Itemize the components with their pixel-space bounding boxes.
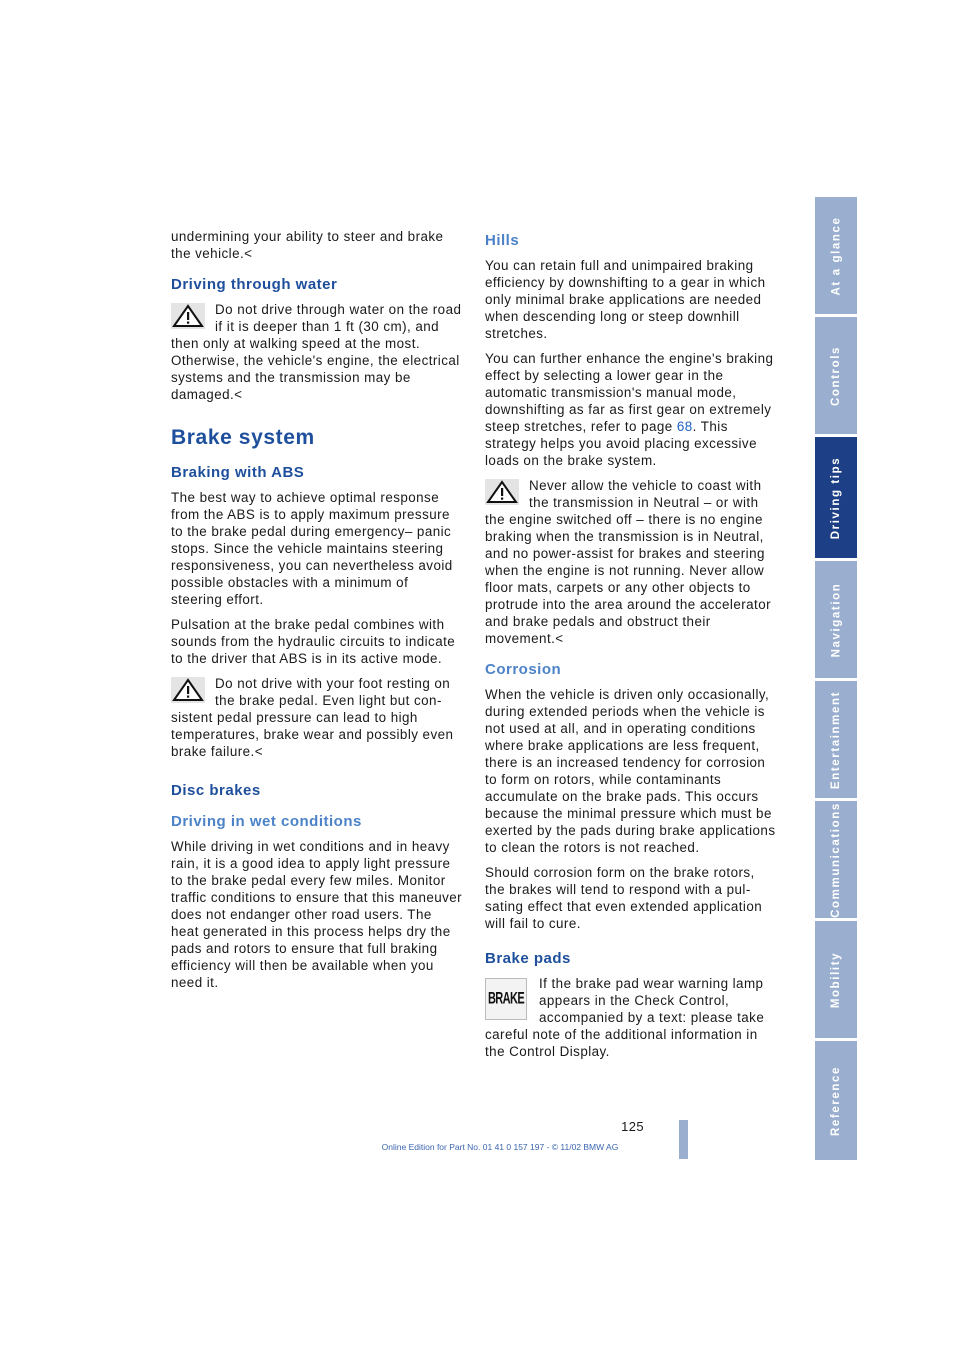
heading-corrosion: Corrosion xyxy=(485,661,562,678)
tab-divider xyxy=(815,918,857,921)
corrosion-paragraph-2: Should corrosion form on the brake rotor… xyxy=(485,865,763,931)
hills-paragraph-1: You can retain full and unimpaired braki… xyxy=(485,258,766,341)
intro-paragraph: undermining your ability to steer and br… xyxy=(171,229,444,261)
tab-label: Navigation xyxy=(830,582,843,657)
page-marker-bar xyxy=(679,1120,688,1159)
tab-label: Controls xyxy=(830,345,843,406)
warning-coast: Never allow the vehicle to coast with th… xyxy=(485,477,777,647)
tab-label: Communications xyxy=(830,801,842,918)
brake-pads-block: BRAKE If the brake pad wear warning lamp… xyxy=(485,975,777,1060)
page-68-link[interactable]: 68 xyxy=(676,419,693,434)
left-column: undermining your ability to steer and br… xyxy=(171,228,463,999)
warning-triangle-icon xyxy=(485,479,519,505)
heading-brake-pads: Brake pads xyxy=(485,950,571,967)
tab-divider xyxy=(815,678,857,681)
tab-driving-tips[interactable]: Driving tips xyxy=(815,437,857,558)
tab-label: At a glance xyxy=(830,216,843,295)
wet-paragraph: While driving in wet conditions and in h… xyxy=(171,839,463,990)
warning-foot-text: Do not drive with your foot resting on t… xyxy=(171,676,454,759)
hills-paragraph-2-text-b: . This strategy helps you avoid placing … xyxy=(485,419,757,468)
warning-water-text: Do not drive through water on the road i… xyxy=(171,302,462,402)
heading-driving-in-wet-conditions: Driving in wet conditions xyxy=(171,813,362,830)
tab-communications[interactable]: Communications xyxy=(815,801,857,918)
tab-entertainment[interactable]: Entertainment xyxy=(815,681,857,798)
right-column: Hills You can retain full and unimpaired… xyxy=(485,228,777,1060)
corrosion-paragraph-1: When the vehicle is driven only occasio­… xyxy=(485,687,776,855)
tab-label: Reference xyxy=(830,1065,843,1136)
warning-foot: Do not drive with your foot resting on t… xyxy=(171,675,463,760)
heading-hills: Hills xyxy=(485,232,520,249)
heading-disc-brakes: Disc brakes xyxy=(171,782,261,799)
abs-paragraph-2: Pulsation at the brake pedal combines wi… xyxy=(171,617,456,666)
tab-label: Driving tips xyxy=(830,456,842,539)
brake-icon-label: BRAKE xyxy=(487,989,525,1008)
warning-coast-text: Never allow the vehicle to coast with th… xyxy=(485,478,772,646)
heading-brake-system: Brake system xyxy=(171,426,315,449)
hills-paragraph-2: You can further enhance the engine's bra… xyxy=(485,350,777,469)
hills-paragraph-2-text-a: You can further enhance the engine's bra… xyxy=(485,351,774,434)
tab-reference[interactable]: Reference xyxy=(815,1041,857,1160)
footer-edition-note: Online Edition for Part No. 01 41 0 157 … xyxy=(381,1142,619,1152)
tab-divider xyxy=(815,434,857,437)
tab-divider xyxy=(815,1038,857,1041)
brake-warning-icon: BRAKE xyxy=(485,978,527,1020)
tab-navigation[interactable]: Navigation xyxy=(815,561,857,678)
warning-triangle-icon xyxy=(171,677,205,703)
page-number: 125 xyxy=(621,1119,644,1134)
warning-triangle-icon xyxy=(171,303,205,329)
tab-controls[interactable]: Controls xyxy=(815,317,857,434)
tab-at-a-glance[interactable]: At a glance xyxy=(815,197,857,314)
tab-divider xyxy=(815,558,857,561)
tab-mobility[interactable]: Mobility xyxy=(815,921,857,1038)
tab-label: Mobility xyxy=(830,951,842,1008)
heading-driving-through-water: Driving through water xyxy=(171,276,338,293)
tab-divider xyxy=(815,798,857,801)
heading-braking-with-abs: Braking with ABS xyxy=(171,464,305,481)
tab-divider xyxy=(815,314,857,317)
abs-paragraph-1: The best way to achieve optimal response… xyxy=(171,490,453,607)
brake-pads-text: If the brake pad wear warning lamp appea… xyxy=(485,976,765,1059)
chapter-sidebar: At a glance Controls Driving tips Naviga… xyxy=(815,197,857,1160)
tab-label: Entertainment xyxy=(830,690,842,789)
warning-water: Do not drive through water on the road i… xyxy=(171,301,463,403)
